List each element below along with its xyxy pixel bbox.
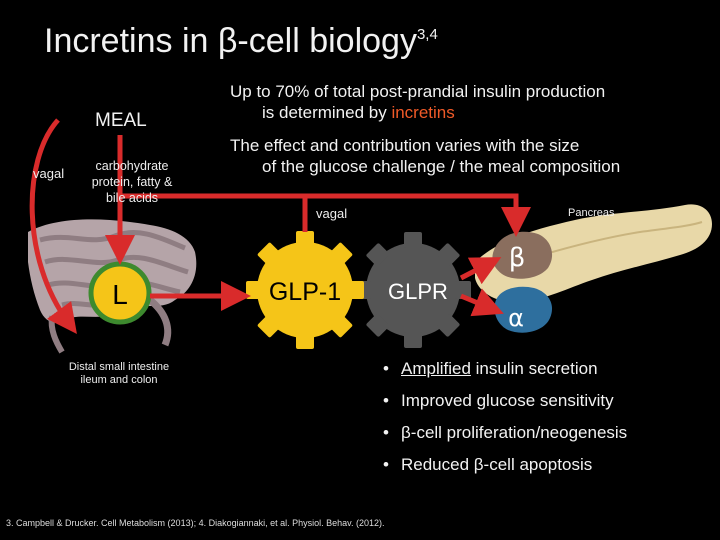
- pancreas-organ: [475, 204, 712, 303]
- effect-item: • Amplified insulin secretion: [383, 357, 627, 389]
- slide-title: Incretins in β-cell biology3,4: [44, 22, 438, 61]
- alpha-label: α: [508, 304, 524, 332]
- bullet: •: [383, 359, 389, 378]
- effect-text: insulin secretion: [470, 359, 598, 378]
- bullet: •: [383, 455, 389, 474]
- title-text: Incretins in β-cell biology: [44, 22, 417, 60]
- beta-cell: [492, 231, 553, 279]
- beta-label: β: [509, 243, 526, 273]
- nutrients-line: protein, fatty &: [91, 175, 173, 189]
- effect-item: • Reduced β-cell apoptosis: [383, 453, 627, 485]
- title-superscript: 3,4: [416, 26, 438, 43]
- glpr-gear: [355, 232, 471, 348]
- effect-text: Improved glucose sensitivity: [401, 391, 614, 410]
- glp1-label: GLP-1: [269, 278, 341, 306]
- intro-line-2-text: is determined by: [262, 103, 392, 122]
- glpr-label: GLPR: [388, 279, 448, 304]
- intro-line-1: Up to 70% of total post-prandial insulin…: [230, 82, 606, 101]
- vagal-to-pancreas-arrow: [120, 193, 531, 237]
- intro-line-4: of the glucose challenge / the meal comp…: [262, 157, 621, 176]
- effects-list: • Amplified insulin secretion • Improved g…: [383, 357, 627, 485]
- effect-text: Reduced β-cell apoptosis: [401, 455, 593, 474]
- vagal-label-left: vagal: [33, 166, 65, 181]
- intro-line-2: is determined by incretins: [262, 103, 455, 123]
- intro-line-3: The effect and contribution varies with …: [230, 136, 580, 155]
- meal-label: MEAL: [95, 110, 147, 131]
- glp1-gear: [246, 231, 364, 349]
- incretins-highlight: incretins: [391, 103, 455, 122]
- effect-underlined: Amplified: [401, 359, 471, 378]
- nutrients-line: bile acids: [105, 191, 159, 205]
- effect-text: β-cell proliferation/neogenesis: [401, 423, 628, 442]
- glpr-to-alpha-arrow: [460, 288, 504, 317]
- glpr-to-beta-arrow: [459, 257, 502, 285]
- effect-item: • Improved glucose sensitivity: [383, 389, 627, 421]
- l-cell-label: L: [112, 279, 128, 310]
- distal-intestine-label: Distal small intestine ileum and colon: [62, 361, 176, 387]
- pancreas-label: Pancreas: [568, 207, 615, 219]
- effect-item: • β-cell proliferation/neogenesis: [383, 421, 627, 453]
- vagal-label-mid: vagal: [316, 206, 348, 221]
- distal-line: Distal small intestine: [68, 361, 170, 373]
- alpha-cell: [494, 286, 553, 333]
- distal-line: ileum and colon: [80, 374, 158, 386]
- bullet: •: [383, 391, 389, 410]
- bullet: •: [383, 423, 389, 442]
- reference-footnote: 3. Campbell & Drucker. Cell Metabolism (…: [6, 518, 385, 528]
- flow-arrows: [29, 118, 531, 335]
- nutrients-line: carbohydrate: [95, 159, 169, 173]
- nutrients-label: carbohydrate protein, fatty & bile acids: [82, 158, 182, 206]
- vagal-arrow-left: [29, 118, 77, 335]
